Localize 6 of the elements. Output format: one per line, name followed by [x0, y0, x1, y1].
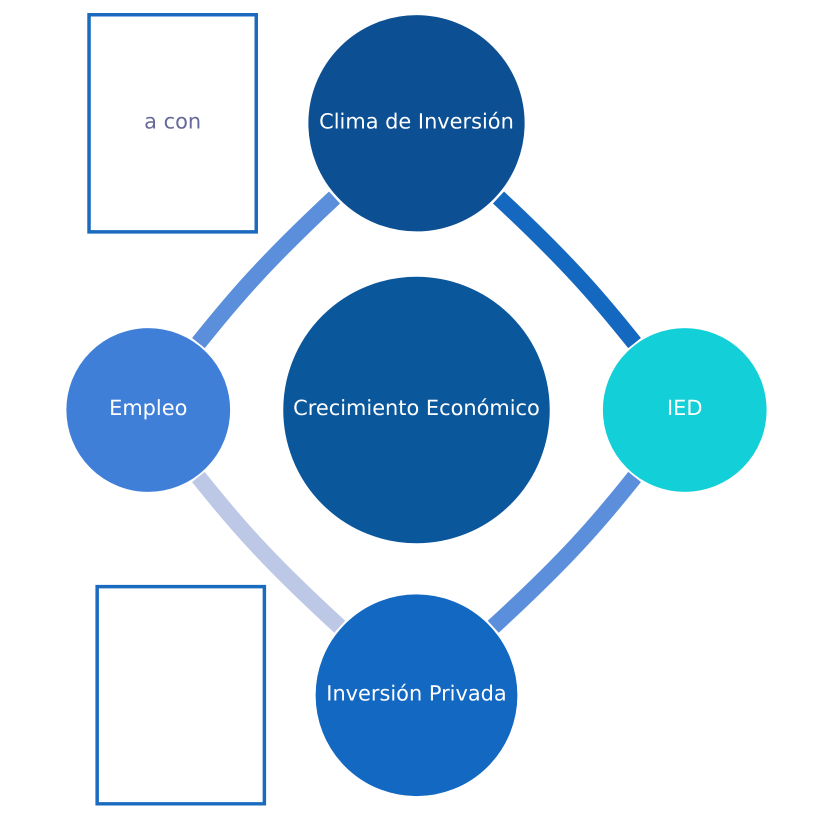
connector — [192, 472, 346, 633]
node-box: a con — [87, 12, 258, 234]
connector — [192, 192, 340, 348]
connector — [492, 192, 641, 348]
connector — [488, 472, 641, 633]
node-box — [95, 584, 266, 806]
